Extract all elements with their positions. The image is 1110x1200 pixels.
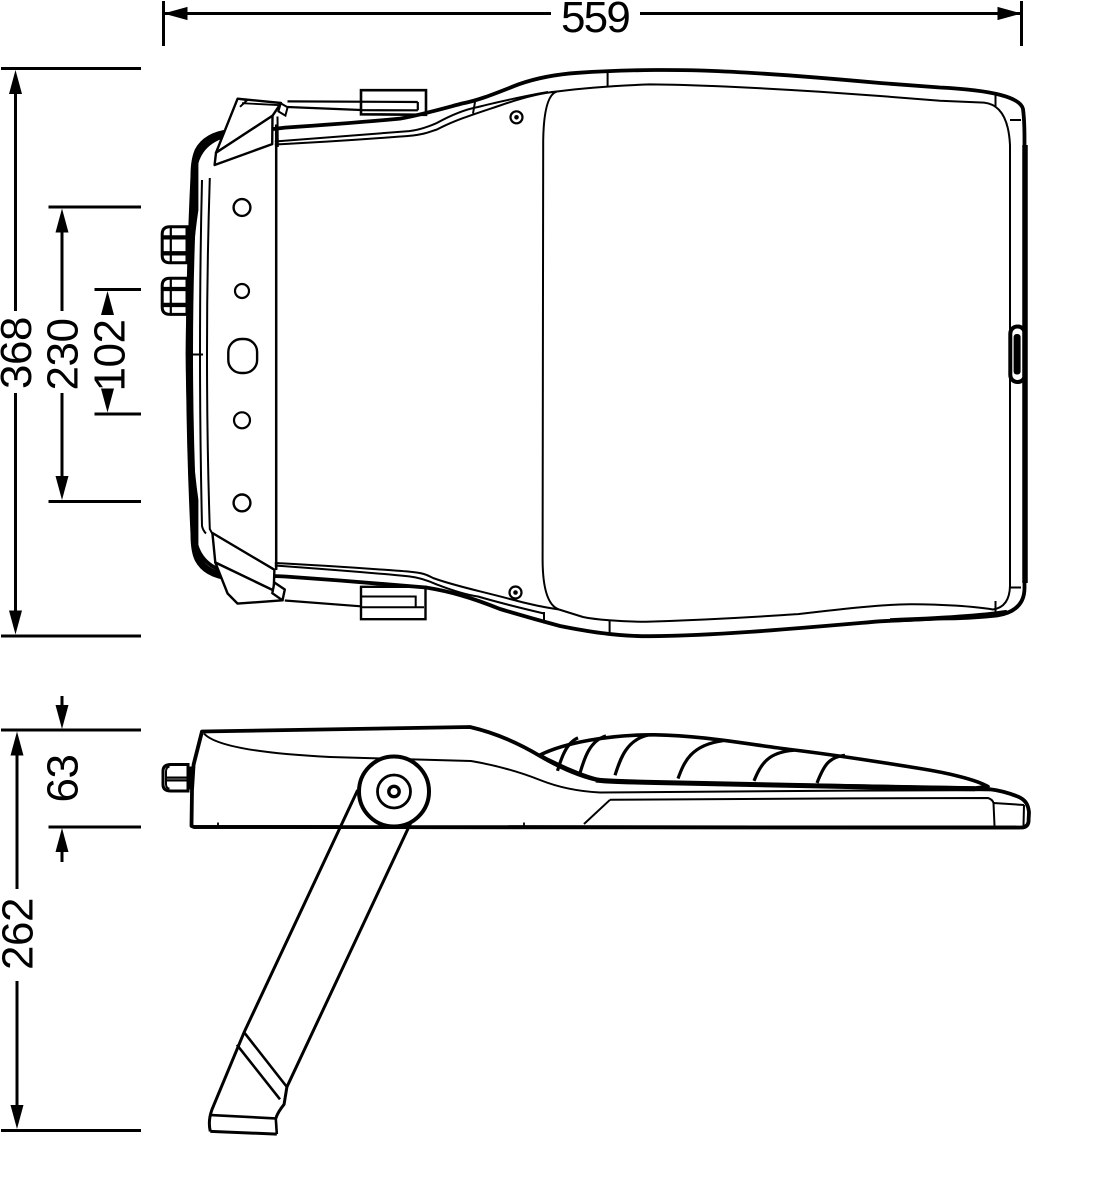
svg-text:102: 102: [86, 320, 135, 392]
svg-text:559: 559: [561, 0, 629, 42]
svg-text:230: 230: [39, 319, 88, 391]
svg-text:63: 63: [39, 755, 88, 803]
svg-text:262: 262: [0, 898, 43, 970]
svg-text:368: 368: [0, 317, 41, 389]
